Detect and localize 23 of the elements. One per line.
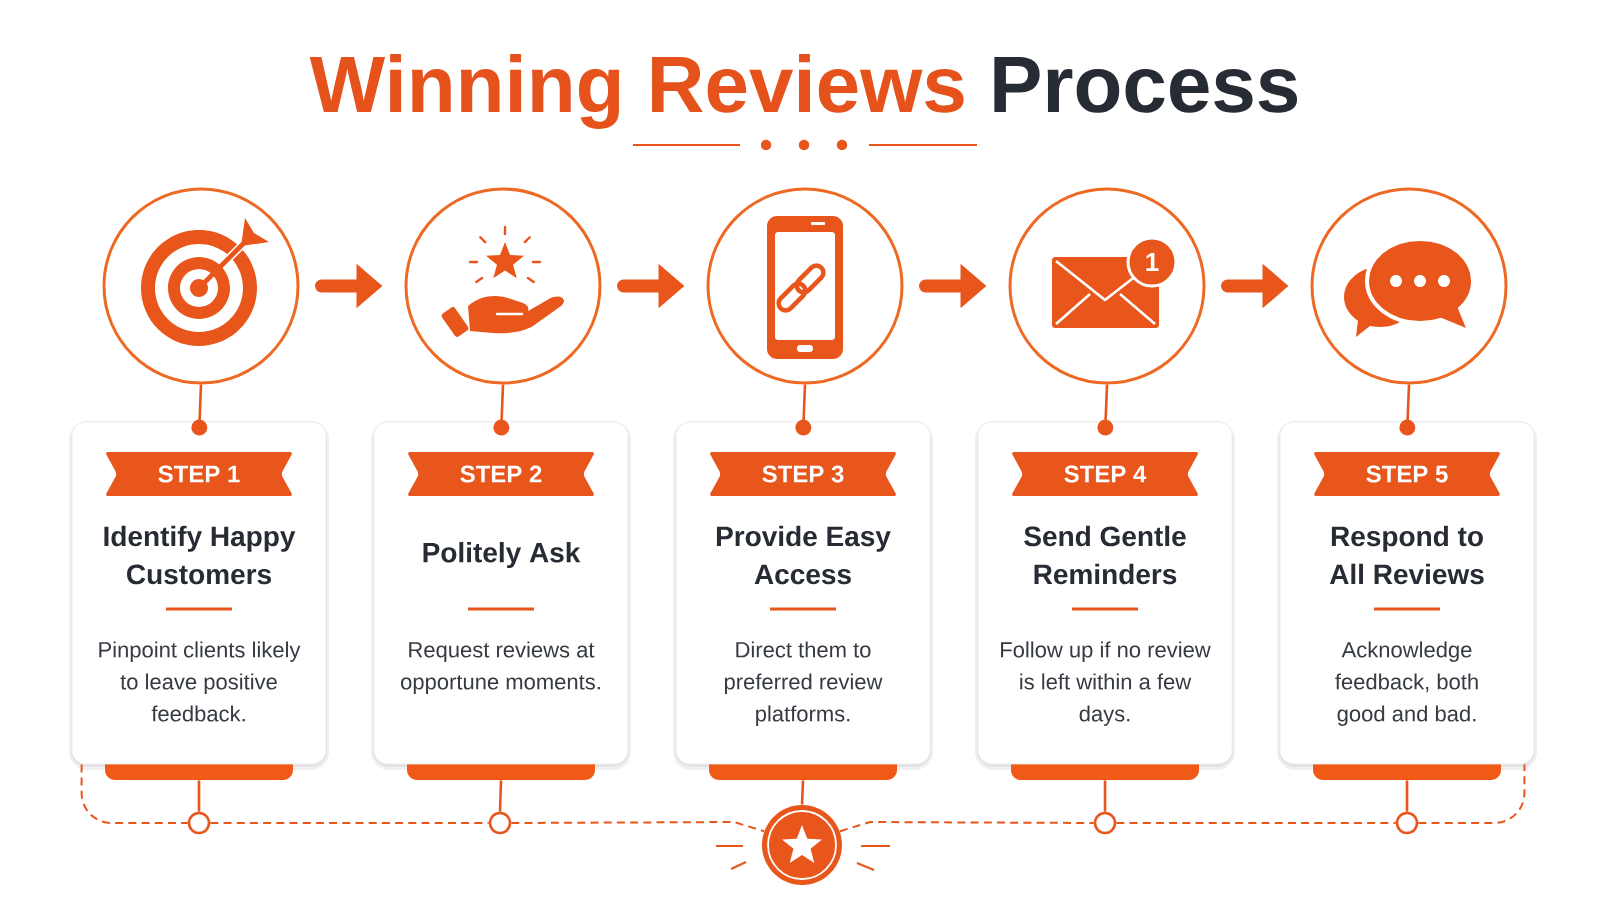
connector-line: [498, 780, 503, 812]
dashed-line: [1115, 822, 1397, 824]
connector-line: [1097, 384, 1114, 436]
connector-line: [1399, 384, 1416, 436]
timeline-marker: [1395, 811, 1419, 835]
connector-line: [1103, 780, 1107, 812]
timeline-marker: [488, 811, 512, 835]
dashed-line: [839, 821, 1095, 833]
dashed-line: [510, 821, 766, 833]
star-badge: [762, 805, 842, 885]
dashed-line: [209, 822, 490, 824]
dashed-line: [1417, 763, 1526, 824]
connector-line: [795, 384, 812, 436]
connector-line: [1405, 780, 1409, 812]
timeline-marker: [187, 811, 211, 835]
title: Winning Reviews Process: [309, 54, 1298, 129]
connector-line: [191, 384, 208, 436]
timeline-marker: [1093, 811, 1117, 835]
connector-line: [493, 384, 510, 436]
dashed-line: [80, 763, 189, 824]
connector-line: [800, 780, 805, 805]
notification-badge: 1: [1126, 236, 1178, 288]
connector-line: [197, 780, 201, 812]
